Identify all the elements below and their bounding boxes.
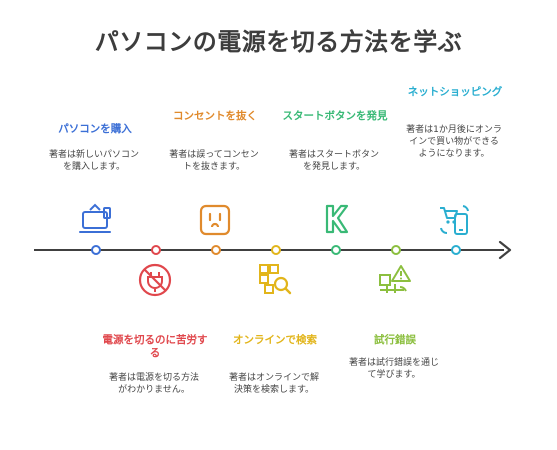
timeline-node-unable <box>151 245 161 255</box>
step-desc-shopping: 著者は1か月後にオンラインで買い物ができるようになります。 <box>406 125 502 159</box>
power-outlet-icon <box>197 202 233 238</box>
search-icon <box>257 262 293 298</box>
step-desc-trial: 著者は試行錯誤を通じて学びます。 <box>348 358 439 380</box>
step-desc-outlet: 著者は誤ってコンセントを抜きます。 <box>169 150 259 172</box>
step-title-search: オンラインで検索 <box>233 334 317 346</box>
step-title-outlet: コンセントを抜く <box>173 110 257 122</box>
trial-error-icon <box>377 262 413 298</box>
timeline-arrow-icon <box>498 240 512 260</box>
timeline-line <box>34 249 504 251</box>
step-title-start: スタートボタンを発見 <box>282 110 388 122</box>
step-desc-start: 著者はスタートボタンを発見します。 <box>288 150 379 172</box>
step-desc-search: 著者はオンラインで解決策を検索します。 <box>228 373 319 395</box>
timeline-node-shopping <box>451 245 461 255</box>
step-title-shopping: ネットショッピング <box>407 86 503 98</box>
start-button-icon <box>317 202 353 238</box>
step-title-unable: 電源を切るのに苦労する <box>102 334 208 359</box>
step-desc-unable: 著者は電源を切る方法がわかりません。 <box>108 373 199 395</box>
step-title-trial: 試行錯誤 <box>374 334 416 346</box>
page-title: パソコンの電源を切る方法を学ぶ <box>94 28 463 56</box>
online-shopping-icon <box>437 202 473 238</box>
timeline-node-search <box>271 245 281 255</box>
step-title-buy: パソコンを購入 <box>58 123 132 135</box>
computer-icon <box>77 202 113 238</box>
timeline-node-trial <box>391 245 401 255</box>
no-power-plug-icon <box>137 262 173 298</box>
timeline-node-buy <box>91 245 101 255</box>
step-desc-buy: 著者は新しいパソコンを購入します。 <box>48 150 139 172</box>
timeline-node-outlet <box>211 245 221 255</box>
timeline-node-start <box>331 245 341 255</box>
